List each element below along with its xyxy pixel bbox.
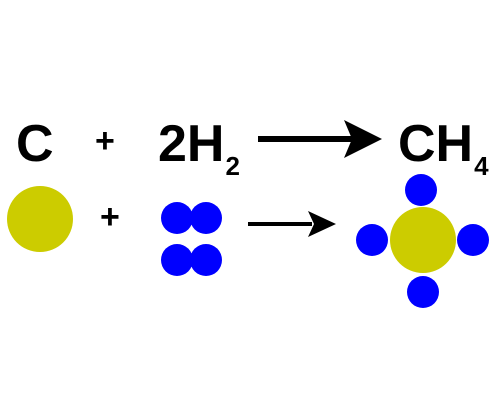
hydrogen-formula: 2H2 (158, 115, 240, 179)
hydrogen-atom (190, 202, 222, 234)
methane-molecule (356, 174, 489, 308)
methane-carbon-atom (390, 207, 456, 273)
hydrogen-coefficient: 2 (158, 115, 187, 173)
hydrogen-atom (161, 244, 193, 276)
methane-hydrogen-top (405, 174, 437, 206)
plus-sign-molecules: + (100, 198, 120, 236)
hydrogen-atom (190, 244, 222, 276)
hydrogen-molecule-2 (161, 244, 222, 276)
methane-subscript: 4 (474, 151, 489, 181)
methane-hydrogen-bottom (407, 276, 439, 308)
methane-element: CH (398, 115, 474, 173)
equation-arrow (258, 120, 382, 158)
carbon-formula: C (16, 115, 54, 173)
plus-sign-equation: + (95, 122, 115, 160)
methane-hydrogen-left (356, 224, 388, 256)
methane-hydrogen-right (457, 224, 489, 256)
molecule-arrow (248, 211, 336, 237)
methane-formula: CH4 (398, 115, 489, 179)
hydrogen-atom (161, 202, 193, 234)
hydrogen-molecule-1 (161, 202, 222, 234)
hydrogen-element: H (186, 115, 225, 173)
carbon-atom (7, 186, 73, 252)
hydrogen-subscript: 2 (225, 151, 240, 181)
